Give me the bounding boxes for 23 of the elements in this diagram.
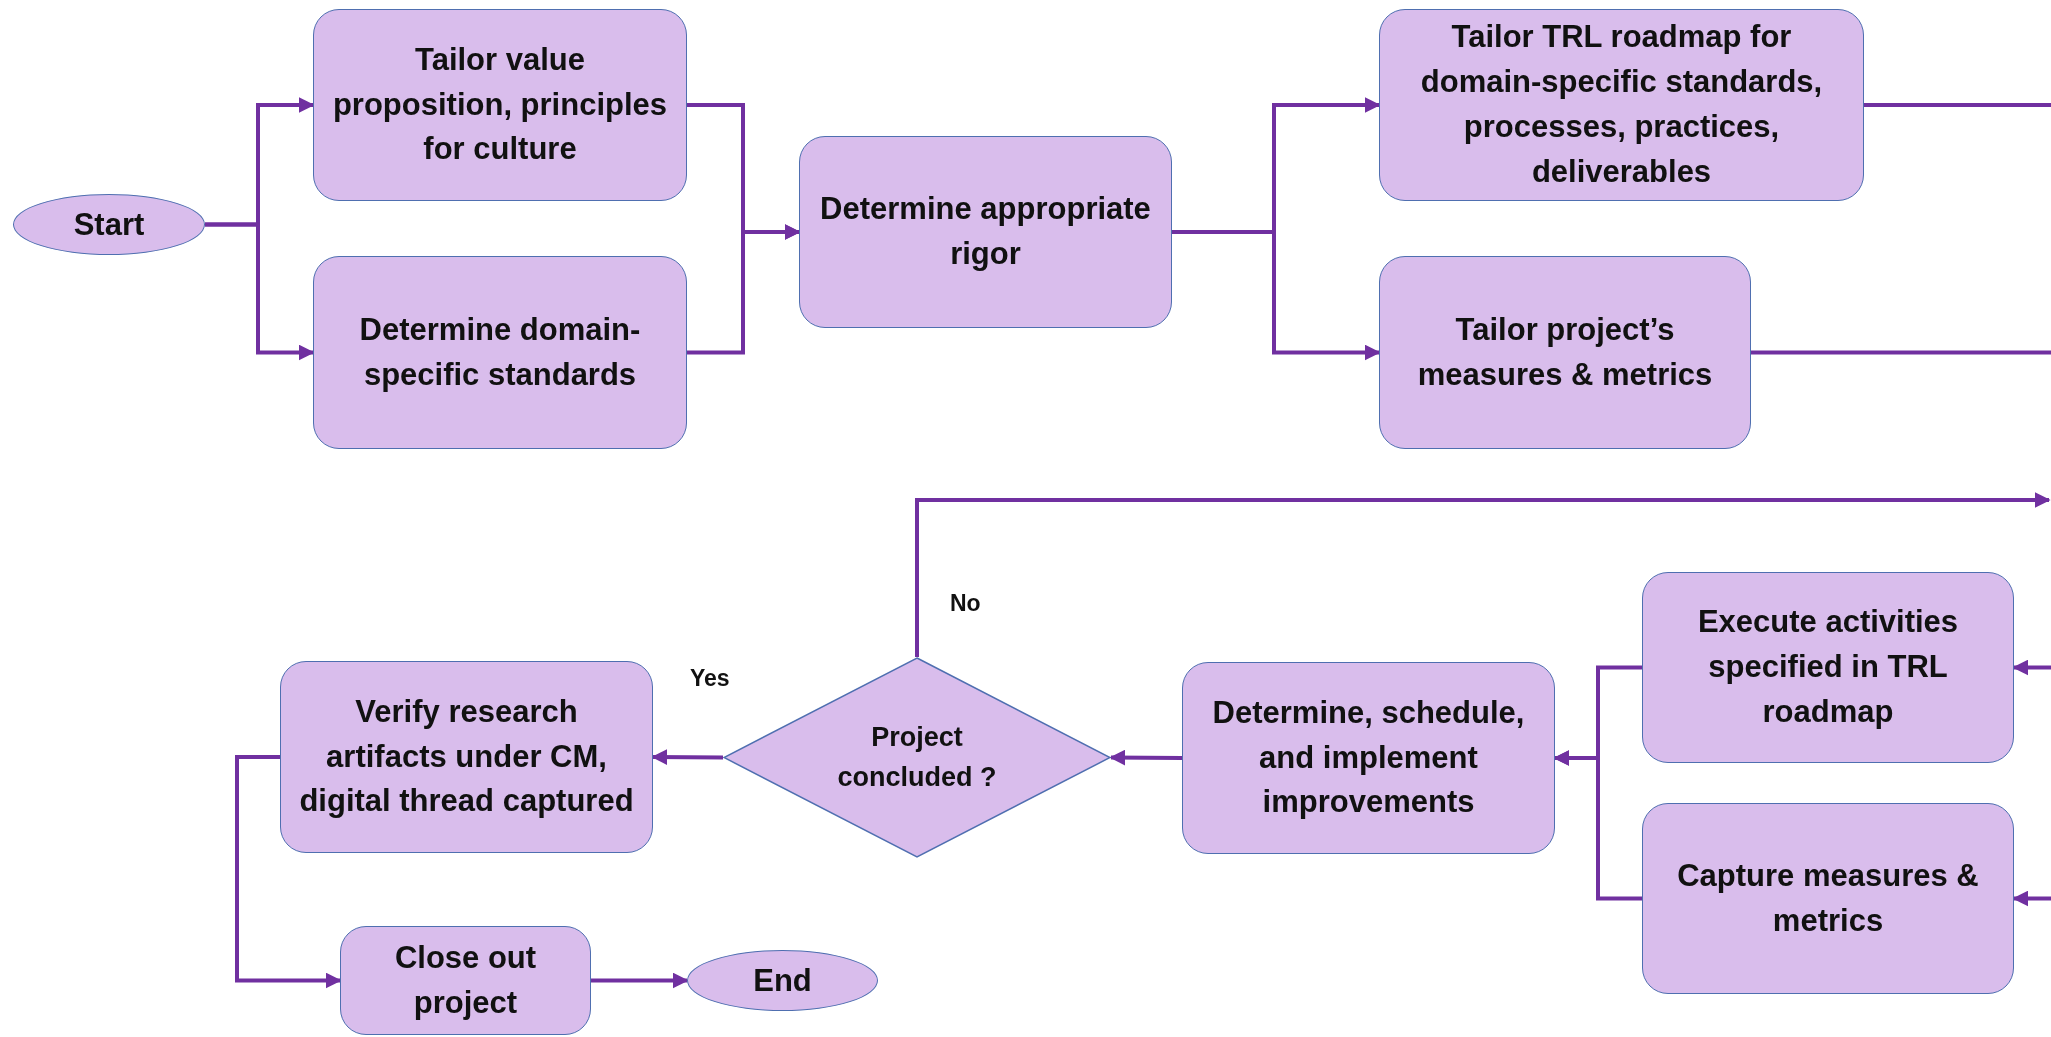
process-box: Determine, schedule, and implement improvements [1182,662,1555,854]
arrow [591,972,689,989]
arrow [1109,749,1182,766]
arrow [205,222,315,361]
process-box: Capture measures & metrics [1642,803,2014,994]
process-box: Determine domain-specific standards [313,256,687,449]
process-box: Close out project [340,926,591,1035]
edge-label: No [950,590,981,617]
decision-text: Project concluded ? [836,721,998,794]
process-box: Execute activities specified in TRL roadmap [1642,572,2014,763]
process-box: Verify research artifacts under CM, digital thread captured [280,661,653,853]
arrow [915,492,2051,657]
process-box: Tailor TRL roadmap for domain-specific standards, processes, practices, deliverables [1379,9,1864,201]
process-box: Tailor value proposition, principles for culture [313,9,687,201]
process-box: Tailor project’s measures & metrics [1379,256,1751,449]
edge-label: Yes [690,665,730,692]
arrow [651,749,723,766]
arrow [235,755,342,989]
end-terminal: End [687,950,878,1011]
process-box: Determine appropriate rigor [799,136,1172,328]
arrow [2012,659,2051,676]
start-terminal: Start [13,194,205,255]
arrow [2012,890,2051,907]
